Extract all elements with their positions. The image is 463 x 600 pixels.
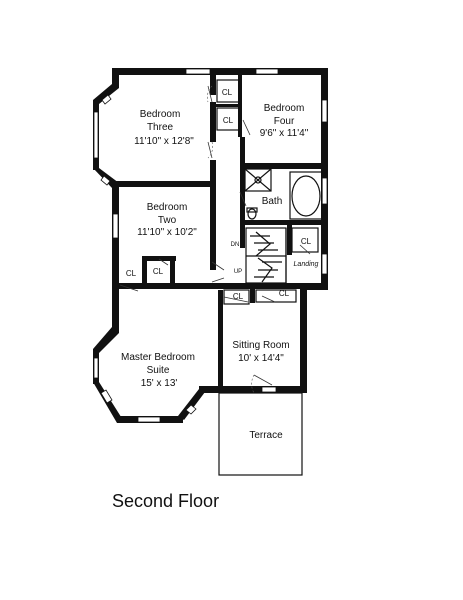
doors — [119, 85, 311, 394]
bedroom-four-label: Bedroom — [264, 103, 305, 114]
bedroom-three-dims: 11'10" x 12'8" — [134, 136, 194, 147]
bedroom-three-label: Bedroom — [140, 109, 181, 120]
bedroom-two-dims: 11'10" x 10'2" — [137, 227, 197, 238]
closet-label-sitting-2: CL — [279, 289, 290, 298]
closet-label-top-2: CL — [223, 116, 234, 125]
sitting-room-dims: 10' x 14'4" — [238, 353, 284, 364]
closet-label-landing: CL — [301, 237, 312, 246]
bedroom-two-label: Bedroom — [147, 202, 188, 213]
bedroom-two-label-2: Two — [158, 215, 177, 226]
stairs-down-label: DN — [231, 242, 240, 248]
closet-label-top-1: CL — [222, 88, 233, 97]
staircase — [245, 227, 287, 284]
bath-fixtures — [244, 168, 323, 220]
bedroom-three-label-2: Three — [147, 122, 174, 133]
bedroom-four-label-2: Four — [274, 116, 295, 127]
terrace-outline — [218, 392, 303, 476]
closet-label-sitting-1: CL — [233, 292, 244, 301]
bath-label: Bath — [262, 196, 283, 207]
floor-title: Second Floor — [112, 491, 220, 511]
sitting-room-label: Sitting Room — [232, 340, 289, 351]
master-bedroom-label-2: Suite — [147, 365, 170, 376]
stairs-up-label: UP — [234, 269, 242, 275]
closet-label-master-2: CL — [153, 267, 164, 276]
interior-walls — [112, 75, 328, 305]
landing-label: Landing — [294, 261, 319, 268]
terrace-label: Terrace — [249, 430, 283, 441]
master-bedroom-label: Master Bedroom — [121, 352, 195, 363]
master-bedroom-dims: 15' x 13' — [141, 378, 178, 389]
windows — [93, 68, 328, 423]
bedroom-four-dims: 9'6" x 11'4" — [260, 128, 309, 139]
closet-label-master-1: CL — [126, 269, 137, 278]
